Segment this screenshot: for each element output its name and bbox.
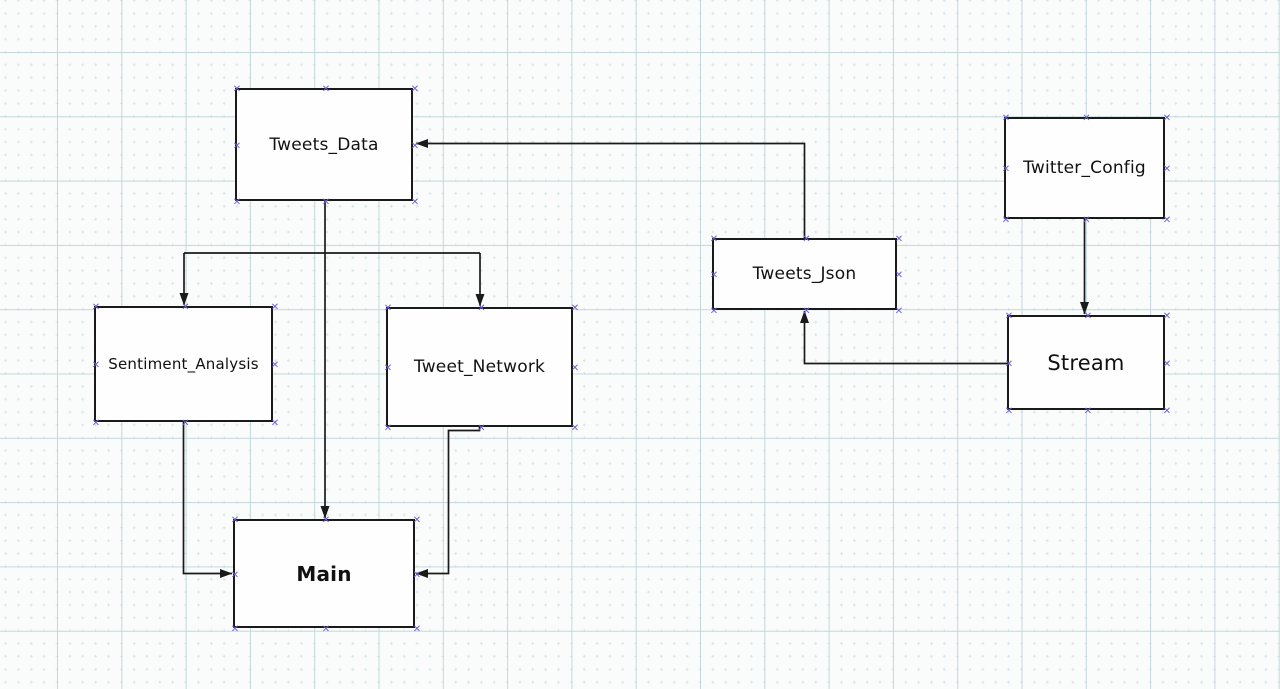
selection-handle[interactable]: ✕ — [570, 363, 580, 374]
selection-handle[interactable]: ✕ — [321, 624, 331, 635]
selection-handle[interactable]: ✕ — [894, 234, 904, 245]
selection-handle[interactable]: ✕ — [232, 84, 242, 95]
selection-handle[interactable]: ✕ — [383, 423, 393, 434]
selection-handle[interactable]: ✕ — [1001, 113, 1011, 124]
selection-handle[interactable]: ✕ — [1162, 311, 1172, 322]
selection-handle[interactable]: ✕ — [270, 418, 280, 429]
selection-handle[interactable]: ✕ — [1162, 358, 1172, 370]
selection-handle[interactable]: ✕ — [1083, 406, 1093, 417]
node-label-twitter_config: Twitter_Config — [1023, 158, 1146, 178]
node-label-tweets_data: Tweets_Data — [269, 134, 379, 155]
selection-handle[interactable]: ✕ — [232, 197, 242, 208]
selection-handle[interactable]: ✕ — [802, 306, 811, 317]
selection-handle[interactable]: ✕ — [570, 423, 580, 434]
node-label-tweet_network: Tweet_Network — [413, 357, 546, 377]
selection-handle[interactable]: ✕ — [1004, 358, 1014, 370]
selection-handle[interactable]: ✕ — [270, 302, 280, 313]
selection-handle[interactable]: ✕ — [383, 303, 393, 314]
selection-handle[interactable]: ✕ — [410, 84, 420, 95]
selection-handle[interactable]: ✕ — [477, 423, 486, 434]
selection-handle[interactable]: ✕ — [1082, 215, 1091, 226]
node-tweet_network[interactable]: Tweet_Network ✕ ✕ ✕ ✕ ✕ ✕ ✕ ✕ — [383, 303, 579, 434]
selection-handle[interactable]: ✕ — [709, 234, 719, 245]
selection-handle[interactable]: ✕ — [1001, 164, 1011, 175]
connector-sentiment-analysis-to-main[interactable] — [182, 422, 233, 578]
selection-handle[interactable]: ✕ — [410, 197, 420, 208]
node-stream[interactable]: Stream ✕ ✕ ✕ ✕ ✕ ✕ ✕ ✕ — [1004, 311, 1171, 417]
selection-handle[interactable]: ✕ — [802, 234, 811, 245]
selection-handle[interactable]: ✕ — [383, 363, 393, 374]
connector-tweets-json-to-tweets-data[interactable] — [415, 139, 806, 239]
selection-handle[interactable]: ✕ — [412, 515, 422, 526]
selection-handle[interactable]: ✕ — [570, 303, 580, 314]
node-tweets_json[interactable]: Tweets_Json ✕ ✕ ✕ ✕ ✕ ✕ ✕ ✕ — [709, 234, 903, 317]
node-tweets_data[interactable]: Tweets_Data ✕ ✕ ✕ ✕ ✕ ✕ ✕ ✕ — [232, 84, 419, 208]
selection-handle[interactable]: ✕ — [1004, 406, 1014, 417]
selection-handle[interactable]: ✕ — [321, 84, 331, 95]
connector-tweet-network-to-main[interactable] — [415, 427, 481, 578]
selection-handle[interactable]: ✕ — [1162, 164, 1172, 175]
selection-handle[interactable]: ✕ — [1083, 311, 1093, 322]
node-label-sentiment_analysis: Sentiment_Analysis — [108, 355, 259, 373]
selection-handle[interactable]: ✕ — [477, 303, 486, 314]
selection-handle[interactable]: ✕ — [709, 306, 719, 317]
selection-handle[interactable]: ✕ — [412, 569, 422, 581]
node-label-main: Main — [296, 561, 352, 586]
node-sentiment_analysis[interactable]: Sentiment_Analysis ✕ ✕ ✕ ✕ ✕ ✕ ✕ ✕ — [91, 302, 279, 429]
selection-handle[interactable]: ✕ — [894, 270, 904, 281]
node-main[interactable]: Main ✕ ✕ ✕ ✕ ✕ ✕ ✕ ✕ — [230, 515, 421, 635]
selection-handle[interactable]: ✕ — [1162, 406, 1172, 417]
selection-handle[interactable]: ✕ — [91, 302, 101, 313]
selection-handle[interactable]: ✕ — [230, 624, 240, 635]
selection-handle[interactable]: ✕ — [1162, 113, 1172, 124]
selection-handle[interactable]: ✕ — [181, 418, 190, 429]
selection-handle[interactable]: ✕ — [91, 360, 101, 371]
selection-handle[interactable]: ✕ — [181, 302, 190, 313]
node-label-stream: Stream — [1047, 350, 1125, 375]
selection-handle[interactable]: ✕ — [230, 569, 240, 581]
node-twitter_config[interactable]: Twitter_Config ✕ ✕ ✕ ✕ ✕ ✕ ✕ ✕ — [1001, 113, 1171, 226]
selection-handle[interactable]: ✕ — [1162, 215, 1172, 226]
selection-handle[interactable]: ✕ — [709, 270, 719, 281]
selection-handle[interactable]: ✕ — [410, 140, 420, 152]
selection-handle[interactable]: ✕ — [270, 360, 280, 371]
selection-handle[interactable]: ✕ — [91, 418, 101, 429]
selection-handle[interactable]: ✕ — [412, 624, 422, 635]
selection-handle[interactable]: ✕ — [1004, 311, 1014, 322]
connector-stream-to-tweets-json[interactable] — [800, 310, 1008, 365]
selection-handle[interactable]: ✕ — [321, 515, 331, 526]
selection-handle[interactable]: ✕ — [894, 306, 904, 317]
selection-handle[interactable]: ✕ — [230, 515, 240, 526]
node-label-tweets_json: Tweets_Json — [752, 264, 857, 284]
selection-handle[interactable]: ✕ — [1001, 215, 1011, 226]
selection-handle[interactable]: ✕ — [232, 140, 242, 152]
selection-handle[interactable]: ✕ — [1082, 113, 1091, 124]
selection-handle[interactable]: ✕ — [321, 197, 331, 208]
